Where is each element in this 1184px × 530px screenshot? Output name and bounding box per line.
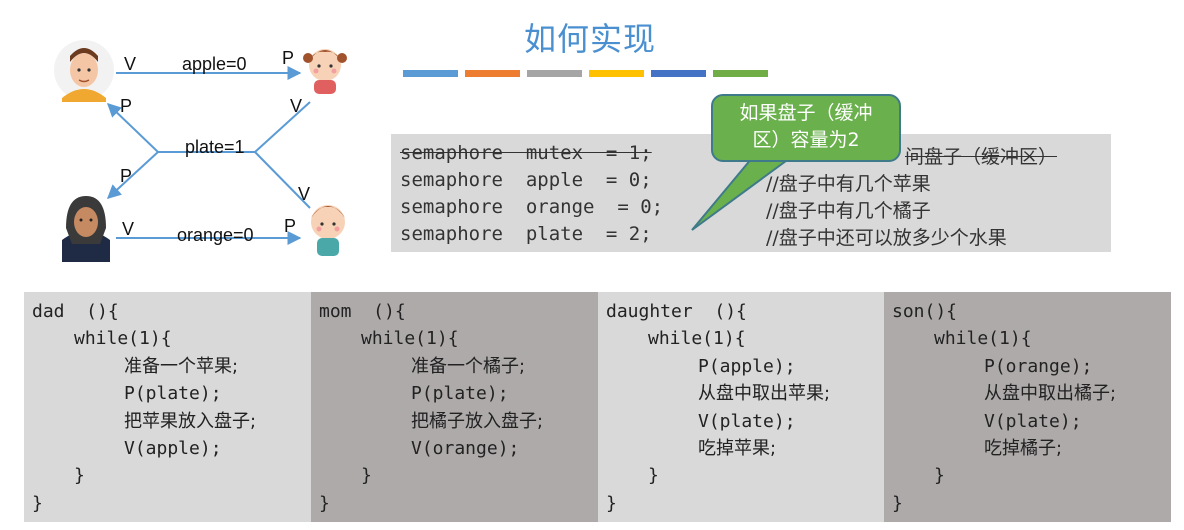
proc-line: while(1){: [361, 328, 459, 350]
semaphore-mutex: semaphore mutex = 1;: [400, 142, 652, 164]
proc-line: }: [74, 465, 85, 487]
proc-line: V(orange);: [411, 437, 520, 459]
proc-line: }: [648, 465, 659, 487]
proc-line: }: [606, 492, 617, 514]
semaphore-apple: semaphore apple = 0;: [400, 169, 652, 191]
mom-process: mom (){ while(1){ 准备一个橘子; P(plate); 把橘子放…: [311, 292, 598, 522]
title-bar: [713, 70, 768, 77]
orange-label: orange=0: [177, 225, 254, 245]
callout-line-1: 如果盘子（缓冲: [739, 102, 873, 124]
top-v-label: V: [124, 54, 136, 74]
proc-line: 从盘中取出橘子;: [984, 383, 1117, 405]
son-avatar: [311, 205, 345, 256]
proc-line: 准备一个橘子;: [411, 355, 526, 377]
plate-to-mom-arrow: [106, 151, 159, 199]
semaphore-plate: semaphore plate = 2;: [400, 223, 652, 245]
plate-label: plate=1: [185, 137, 245, 157]
proc-line: 把橘子放入盘子;: [411, 410, 544, 432]
son-process: son(){ while(1){ P(orange); 从盘中取出橘子; V(p…: [884, 292, 1171, 522]
title-bar: [527, 70, 582, 77]
proc-line: }: [892, 492, 903, 514]
proc-line: while(1){: [74, 328, 172, 350]
proc-line: }: [32, 492, 43, 514]
bottom-p-label: P: [284, 216, 296, 236]
top-p-label: P: [282, 48, 294, 68]
proc-line: }: [361, 465, 372, 487]
mom-avatar: [62, 196, 110, 262]
title-bar: [465, 70, 520, 77]
apple-label: apple=0: [182, 54, 247, 74]
page-title: 如何实现: [524, 20, 657, 58]
semaphore-apple-comment: //盘子中有几个苹果: [766, 173, 931, 195]
proc-line: V(apple);: [124, 437, 222, 459]
proc-line: P(plate);: [124, 383, 222, 405]
proc-line: 准备一个苹果;: [124, 355, 239, 377]
title-bar: [651, 70, 706, 77]
proc-line: }: [934, 465, 945, 487]
left-bottom-p-label: P: [120, 166, 132, 186]
proc-line: 把苹果放入盘子;: [124, 410, 257, 432]
title-underline-bars: [403, 70, 768, 77]
right-top-v-label: V: [290, 96, 302, 116]
proc-line: 吃掉橘子;: [984, 437, 1063, 459]
title-bar: [403, 70, 458, 77]
plate-to-dad-arrow: [106, 103, 159, 153]
proc-header: mom (){: [319, 301, 406, 322]
proc-header: son(){: [892, 301, 958, 322]
dad-process: dad (){ while(1){ 准备一个苹果; P(plate); 把苹果放…: [24, 292, 311, 522]
semaphore-mutex-comment: 问盘子（缓冲区）: [905, 146, 1058, 168]
daughter-to-plate-arrow: [254, 101, 311, 153]
proc-line: 从盘中取出苹果;: [698, 383, 831, 405]
right-bottom-v-label: V: [298, 184, 310, 204]
proc-line: 吃掉苹果;: [698, 437, 777, 459]
semaphore-plate-comment: //盘子中还可以放多少个水果: [766, 227, 1007, 249]
proc-line: P(orange);: [984, 355, 1093, 377]
capacity-callout: 如果盘子（缓冲 区）容量为2: [711, 94, 901, 162]
son-to-plate-arrow: [254, 151, 311, 209]
semaphore-orange-comment: //盘子中有几个橘子: [766, 200, 931, 222]
proc-line: V(plate);: [698, 410, 796, 432]
proc-line: P(apple);: [698, 355, 796, 377]
proc-line: while(1){: [934, 328, 1032, 350]
proc-line: P(plate);: [411, 383, 509, 405]
proc-line: while(1){: [648, 328, 746, 350]
bottom-v-label: V: [122, 219, 134, 239]
proc-line: V(plate);: [984, 410, 1082, 432]
daughter-avatar: [303, 49, 347, 94]
daughter-process: daughter (){ while(1){ P(apple); 从盘中取出苹果…: [598, 292, 885, 522]
left-top-p-label: P: [120, 96, 132, 116]
proc-header: daughter (){: [606, 301, 747, 322]
proc-header: dad (){: [32, 301, 119, 322]
producer-consumer-diagram: V apple=0 P P plate=1 V P V V orange=0 P: [54, 40, 347, 262]
callout-line-2: 区）容量为2: [752, 129, 860, 151]
dad-avatar: [54, 40, 114, 102]
proc-line: }: [319, 492, 330, 514]
title-bar: [589, 70, 644, 77]
semaphore-orange: semaphore orange = 0;: [400, 196, 664, 218]
